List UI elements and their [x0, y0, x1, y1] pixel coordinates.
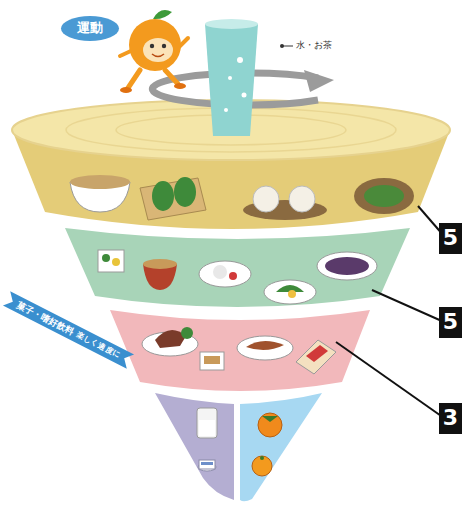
bubble-fill	[61, 16, 119, 41]
main-dish-icons	[142, 327, 336, 374]
water-cup	[205, 19, 258, 29]
box-fill	[439, 307, 462, 338]
node-text: 3	[443, 405, 458, 430]
milk-icons	[199, 420, 215, 436]
staple-icons	[364, 185, 404, 207]
staple-icons	[174, 177, 196, 207]
side-dish-icons	[213, 265, 227, 279]
milk-band	[155, 393, 234, 500]
side-dish-icons	[288, 290, 296, 298]
side-dish-icons	[199, 261, 251, 287]
main-dish-icons	[237, 336, 293, 360]
side-dish-icons	[317, 252, 377, 280]
orange-mascot	[150, 44, 154, 48]
water-cup	[205, 24, 258, 136]
node-text: 5	[443, 309, 458, 334]
side-dish-icons	[229, 272, 237, 280]
node-text: 5	[443, 225, 458, 250]
orange-mascot	[165, 70, 178, 84]
staple-icons	[70, 175, 130, 189]
side-dish-icons	[98, 250, 124, 272]
orange-mascot	[120, 87, 132, 93]
water-cup	[242, 93, 247, 98]
leader-line	[336, 342, 444, 418]
water-cup	[224, 108, 228, 112]
side-dish-band	[65, 228, 410, 307]
milk-icons	[199, 460, 215, 469]
exercise-bubble: 運動	[61, 16, 119, 41]
side-dish-icons	[98, 250, 377, 304]
main-dish-icons	[200, 352, 224, 370]
main-dish-band	[110, 310, 370, 391]
serving-number-box: 5	[439, 223, 462, 254]
leader-line	[336, 206, 444, 418]
box-fill	[439, 403, 462, 434]
water-cup	[205, 19, 258, 136]
callout-label: 水・お茶	[296, 40, 332, 51]
orange-mascot	[153, 10, 172, 19]
leader-line	[372, 290, 444, 322]
node-text: 運動	[77, 21, 103, 36]
staple-icons	[70, 175, 414, 220]
fruit-icons	[262, 416, 278, 422]
fruit-band	[240, 393, 322, 501]
side-dish-band	[65, 228, 410, 307]
milk-icons	[197, 408, 217, 471]
staple-icons	[253, 186, 279, 212]
main-dish-icons	[181, 327, 193, 339]
main-dish-icons	[306, 345, 328, 362]
staple-icons	[354, 178, 414, 214]
orange-mascot	[129, 19, 181, 71]
main-dish-icons	[246, 341, 284, 350]
main-dish-icons	[296, 340, 336, 374]
milk-band	[155, 393, 234, 500]
side-dish-icons	[102, 254, 110, 262]
ribbon-fill	[2, 291, 133, 368]
main-dish-icons	[204, 356, 220, 364]
serving-number-box: 5	[439, 307, 462, 338]
side-dish-icons	[112, 258, 120, 266]
orange-mascot	[128, 70, 140, 88]
snack-ribbon: 菓子・嗜好飲料楽しく適度に	[2, 291, 133, 368]
orange-mascot	[152, 54, 164, 57]
staple-icons	[140, 178, 206, 220]
side-dish-icons	[143, 259, 177, 269]
orange-mascot	[120, 10, 188, 93]
staple-icons	[289, 186, 315, 212]
rotation-arrow	[304, 70, 334, 92]
serving-number-box: 3	[439, 403, 462, 434]
leader-line	[282, 46, 293, 47]
milk-icons	[201, 462, 213, 465]
milk-icons	[197, 408, 217, 438]
water-cup	[237, 57, 243, 63]
fruit-icons	[252, 456, 272, 476]
fruit-icons	[260, 456, 264, 460]
fruit-icons	[258, 413, 282, 437]
side-dish-icons	[325, 257, 369, 275]
node-text: 菓子・嗜好飲料	[14, 299, 75, 337]
water-cup	[228, 76, 232, 80]
main-dish-band	[110, 310, 370, 391]
fruit-icons	[252, 413, 282, 476]
staple-icons	[152, 181, 174, 211]
orange-mascot	[174, 83, 186, 89]
side-dish-icons	[264, 280, 316, 304]
orange-mascot	[162, 44, 166, 48]
box-fill	[439, 223, 462, 254]
leader-line	[280, 44, 293, 48]
orange-mascot	[143, 38, 173, 62]
fruit-band	[240, 393, 322, 501]
